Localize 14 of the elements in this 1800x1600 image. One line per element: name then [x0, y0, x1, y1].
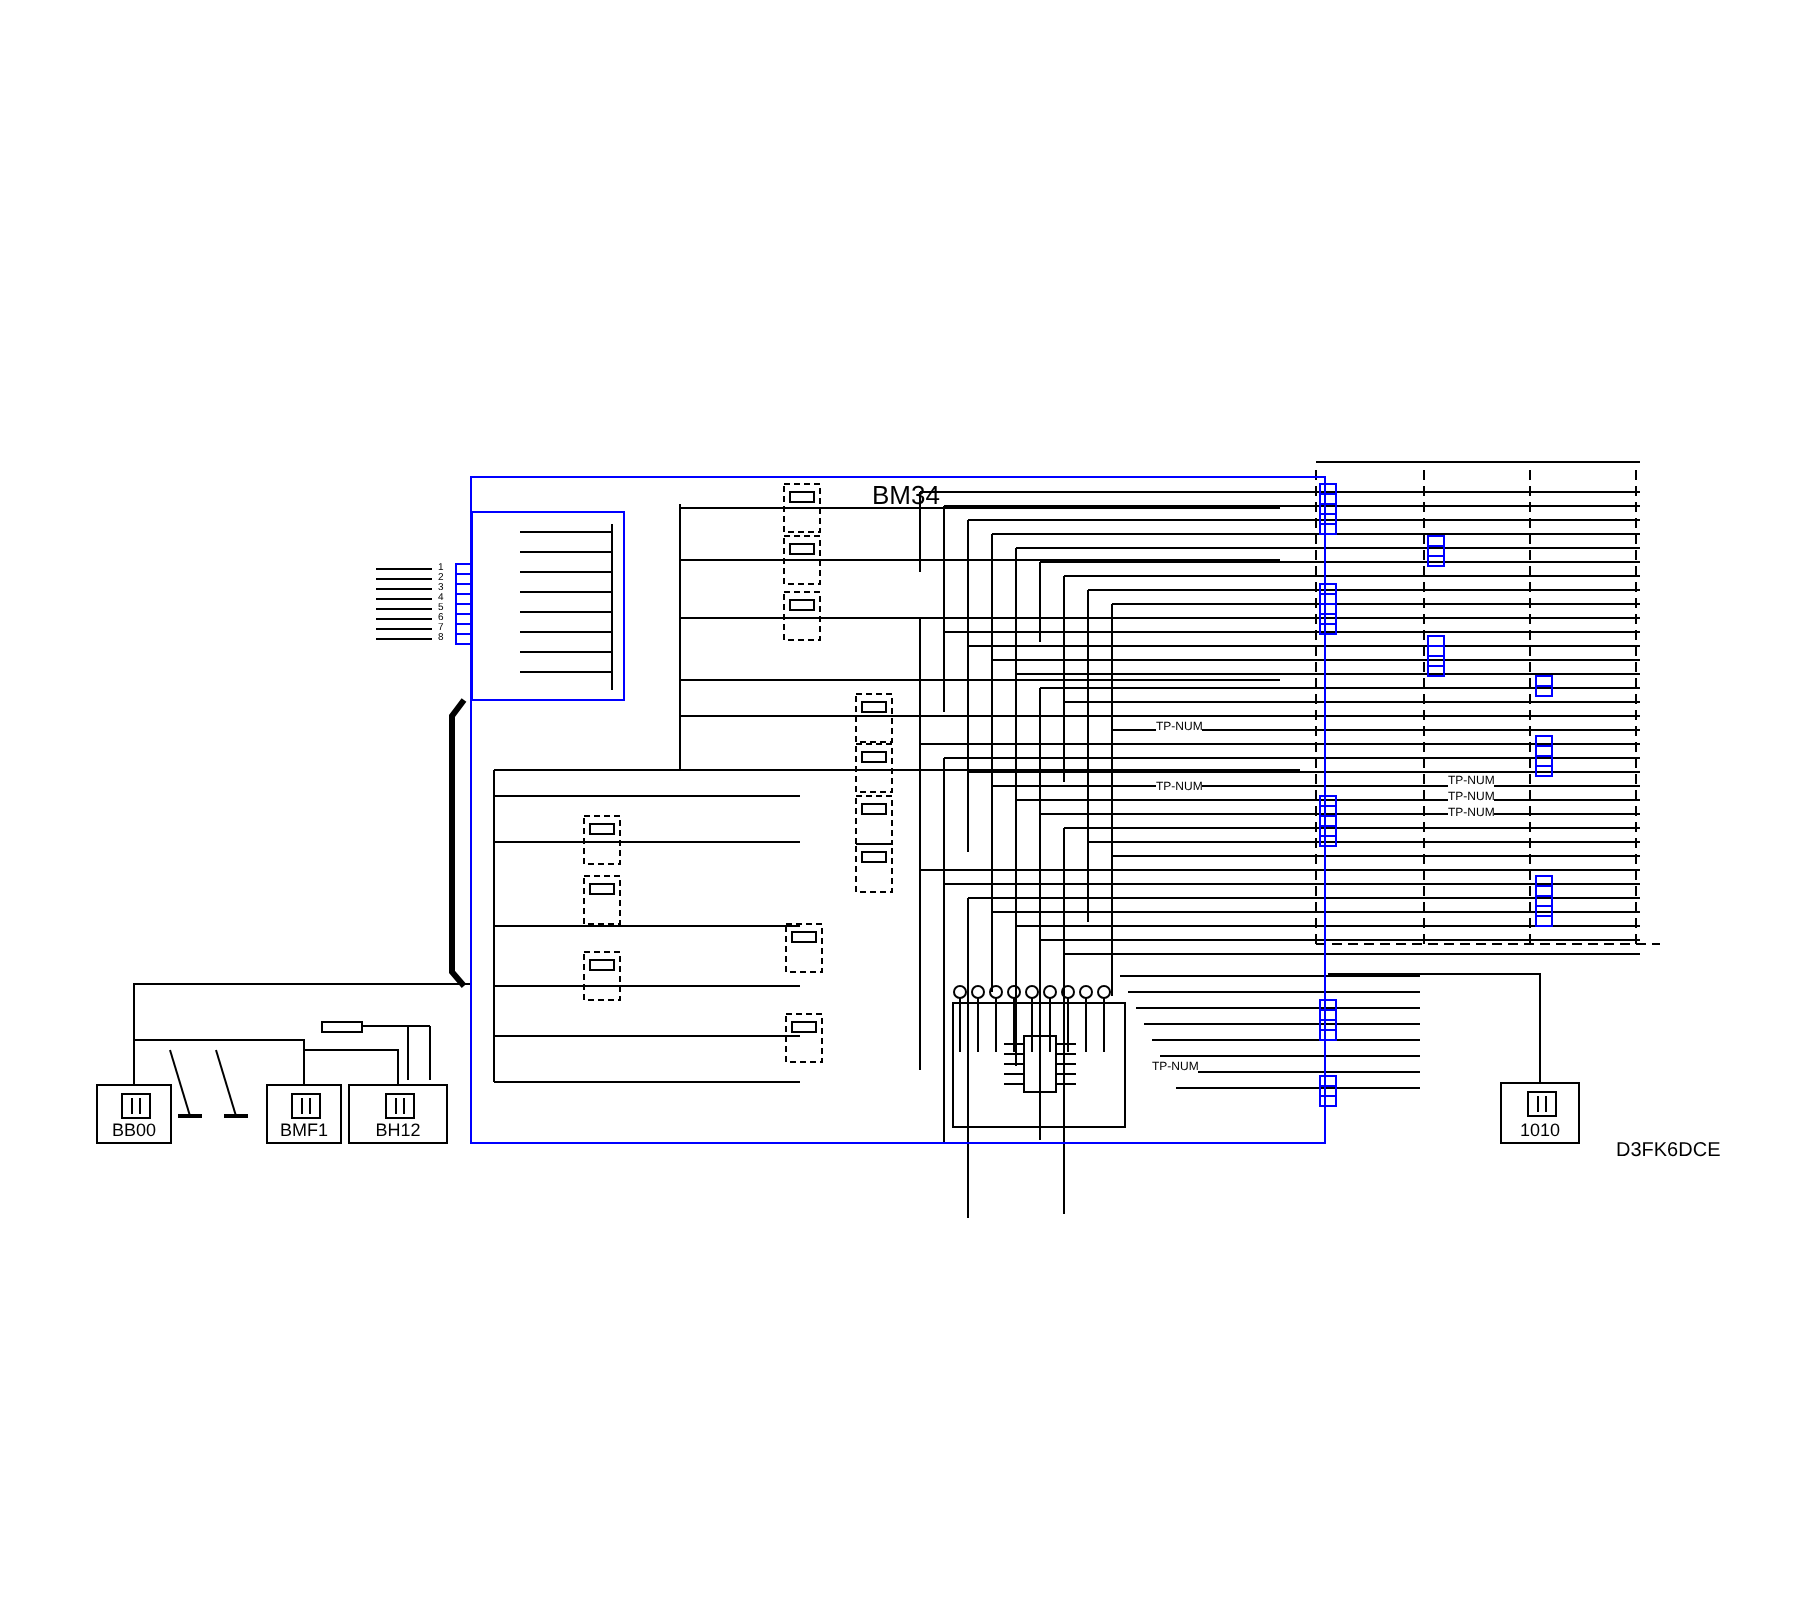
component-box	[266, 1084, 342, 1144]
wire	[303, 1049, 399, 1085]
wire	[1327, 973, 1541, 1083]
module-outline	[470, 476, 1326, 1144]
chip-box	[952, 1002, 1126, 1128]
component-name: BMF1	[277, 1120, 330, 1140]
component-name: 1010	[1517, 1120, 1563, 1140]
drawing-code: D3FK6DCE	[1616, 1144, 1721, 1160]
component-name: BB00	[109, 1120, 159, 1140]
wire	[133, 1039, 305, 1085]
component-box	[96, 1084, 172, 1144]
component-name: BH12	[373, 1120, 423, 1140]
component-box	[1500, 1082, 1580, 1144]
component-box	[348, 1084, 448, 1144]
